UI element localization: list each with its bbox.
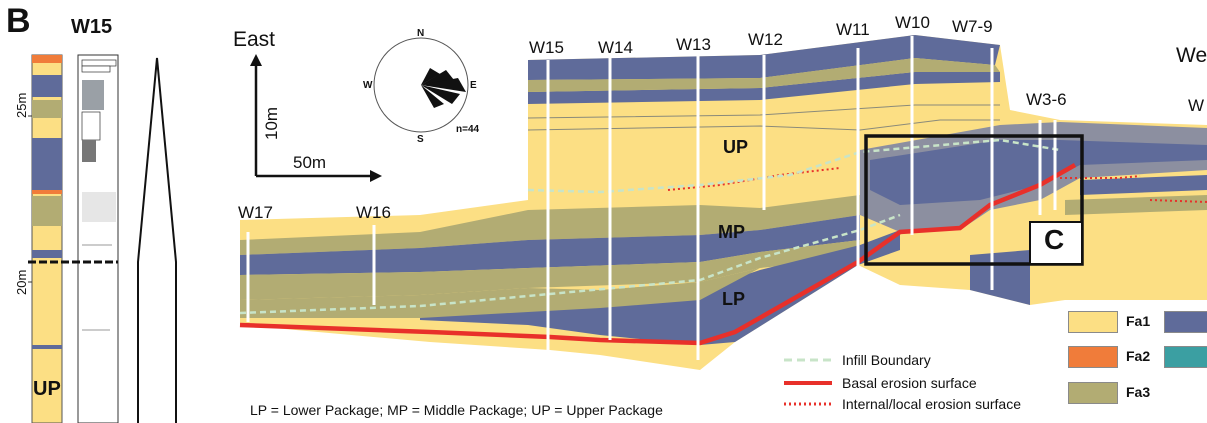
well-label-w14: W14 [598, 38, 633, 57]
rose-diagram [373, 37, 469, 133]
legend-swatch-fa1 [1068, 311, 1118, 333]
well-label-w-cut: W [1188, 96, 1205, 115]
package-label-lp: LP [722, 289, 746, 309]
panel-c-label: C [1044, 224, 1065, 255]
orientation-arrows [250, 54, 382, 182]
panel-letter: B [6, 2, 31, 40]
legend-label-fa1: Fa1 [1126, 313, 1151, 329]
legend-swatch-fa2 [1068, 346, 1118, 368]
well-label-w15: W15 [529, 38, 564, 57]
package-label-up: UP [723, 137, 749, 157]
legend-infill-boundary: Infill Boundary [842, 352, 931, 368]
depth-label-25m: 25m [14, 92, 29, 118]
rose-n: N [417, 28, 425, 39]
rose-s: S [417, 134, 424, 145]
well-label-w3-6: W3-6 [1026, 90, 1067, 109]
rose-w: W [363, 80, 373, 91]
legend-label-fa3: Fa3 [1126, 384, 1151, 400]
legend-swatch-fa3 [1068, 382, 1118, 404]
package-label-mp: MP [718, 222, 745, 242]
cross-section [239, 35, 1207, 370]
legend-swatch-fa5 [1164, 346, 1207, 368]
rose-count: n=44 [456, 124, 480, 135]
depth-label-20m: 20m [14, 269, 29, 295]
legend-internal-erosion: Internal/local erosion surface [842, 396, 1021, 412]
west-label: We [1176, 44, 1207, 67]
horizontal-scale: 50m [293, 153, 327, 172]
well-label-w13: W13 [676, 35, 711, 54]
legend-basal-erosion: Basal erosion surface [842, 375, 977, 391]
well-label-w7-9: W7-9 [952, 17, 993, 36]
east-label: East [233, 28, 276, 51]
vertical-scale: 10m [262, 106, 281, 140]
well-label-w12: W12 [748, 30, 783, 49]
sedimentary-log [28, 54, 177, 423]
line-legend-graphics [784, 358, 832, 406]
legend-swatch-fa4 [1164, 311, 1207, 333]
footer-caption: LP = Lower Package; MP = Middle Package;… [250, 402, 663, 418]
well-label-w16: W16 [356, 203, 391, 222]
log-title: W15 [71, 16, 113, 38]
well-label-w10: W10 [895, 13, 930, 32]
well-label-w17: W17 [238, 203, 273, 222]
well-label-w11: W11 [836, 20, 870, 39]
rose-e: E [470, 80, 477, 91]
log-package-label: UP [33, 378, 61, 400]
legend-label-fa2: Fa2 [1126, 348, 1151, 364]
